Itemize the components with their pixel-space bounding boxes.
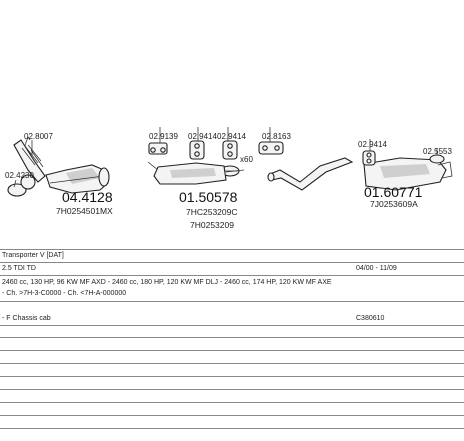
- oe-number: 7H0253209: [190, 220, 234, 230]
- body-row: - F Chassis cab C380610: [0, 313, 464, 324]
- catalytic-converter: [45, 164, 110, 194]
- divider: [0, 389, 464, 390]
- mount-rubber-3: [222, 140, 238, 160]
- clamp-rear: [429, 154, 445, 164]
- part-number: 01.50578: [179, 189, 238, 205]
- engine-label: 2.5 TDI TD: [2, 265, 36, 272]
- model-row: Transporter V [DAT]: [0, 250, 464, 261]
- oe-number: 7HC253209C: [186, 207, 238, 217]
- mount-rubber-2: [189, 140, 205, 160]
- reference-code: C380610: [356, 315, 385, 322]
- mount-rubber-5: [362, 150, 376, 166]
- intermediate-pipe: [267, 157, 354, 191]
- mount-rubber-1: [148, 142, 168, 155]
- date-range: 04/00 - 11/09: [356, 265, 397, 272]
- divider: [0, 376, 464, 377]
- chassis-row: - Ch. >7H-3-C0000 - Ch. <7H-A-000000: [0, 288, 464, 299]
- divider: [0, 363, 464, 364]
- mount-rubber-4: [258, 141, 284, 155]
- divider: [0, 249, 464, 250]
- divider: [0, 350, 464, 351]
- part-code: 02.5553: [423, 147, 452, 156]
- part-code: 02.8007: [24, 132, 53, 141]
- specs-row: 2460 cc, 130 HP, 96 KW MF AXD - 2460 cc,…: [0, 277, 464, 288]
- part-code: 02.8163: [262, 132, 291, 141]
- part-number: 01.60771: [364, 184, 423, 200]
- model-label: Transporter V [DAT]: [2, 252, 64, 259]
- part-code: 02.9414: [217, 132, 246, 141]
- leader-line: [13, 179, 17, 188]
- divider: [0, 415, 464, 416]
- engine-specs: 2460 cc, 130 HP, 96 KW MF AXD - 2460 cc,…: [2, 279, 332, 286]
- divider: [0, 337, 464, 338]
- part-code: 02.9414: [358, 140, 387, 149]
- part-code: 02.9139: [149, 132, 178, 141]
- part-number: 04.4128: [62, 189, 113, 205]
- oe-number: 7J0253609A: [370, 199, 418, 209]
- oe-number: 7H0254501MX: [56, 206, 113, 216]
- part-code: 02.4230: [5, 171, 34, 180]
- divider: [0, 275, 464, 276]
- part-code: 02.9414: [188, 132, 217, 141]
- rear-silencer: [363, 157, 453, 191]
- front-pipe-flex: [7, 136, 46, 197]
- divider: [0, 428, 464, 429]
- quantity-label: x60: [240, 155, 253, 164]
- middle-silencer: [147, 161, 245, 185]
- divider: [0, 325, 464, 326]
- divider: [0, 402, 464, 403]
- exhaust-diagram: 02.8007 02.4230 04.4128 7H0254501MX 02.9…: [5, 127, 453, 230]
- divider: [0, 262, 464, 263]
- chassis-range: - Ch. >7H-3-C0000 - Ch. <7H-A-000000: [2, 290, 127, 297]
- divider: [0, 301, 464, 302]
- engine-row: 2.5 TDI TD 04/00 - 11/09: [0, 263, 464, 274]
- body-type: - F Chassis cab: [2, 315, 51, 322]
